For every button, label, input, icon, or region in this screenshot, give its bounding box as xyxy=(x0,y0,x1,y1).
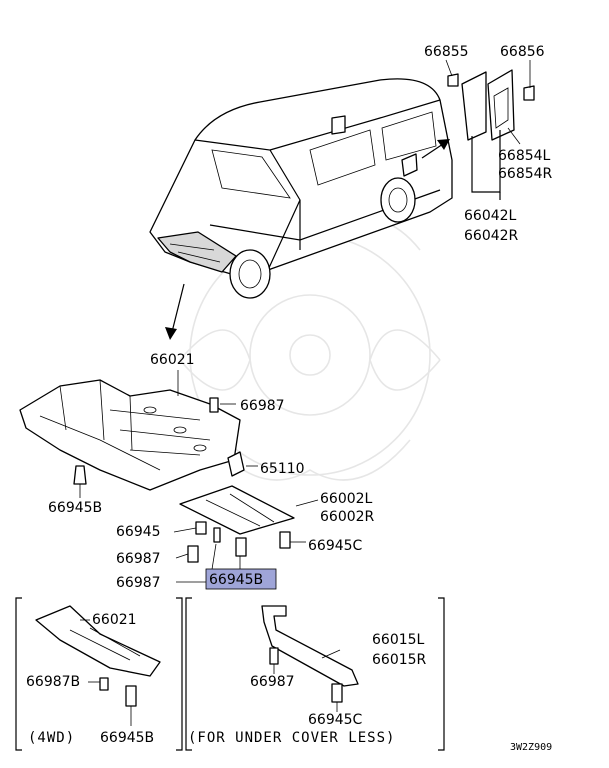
label-66987-a: 66987 xyxy=(240,398,285,414)
label-inset1-66945B: 66945B xyxy=(100,730,154,746)
label-inset1-66021: 66021 xyxy=(92,612,137,628)
label-inset2-66945C: 66945C xyxy=(308,712,363,728)
label-66987-c: 66987 xyxy=(116,575,161,591)
label-inset1-caption: (4WD) xyxy=(28,730,75,746)
label-66021-main: 66021 xyxy=(150,352,195,368)
label-inset2-66987: 66987 xyxy=(250,674,295,690)
arrow-to-under-cover xyxy=(165,283,185,340)
label-66945: 66945 xyxy=(116,524,161,540)
label-66945C-a: 66945C xyxy=(308,538,363,554)
arrow-to-rear-parts xyxy=(421,139,450,159)
label-66856: 66856 xyxy=(500,44,545,60)
label-66945B-highlighted: 66945B xyxy=(209,572,263,588)
label-inset1-66987B: 66987B xyxy=(26,674,80,690)
under-cover-assembly xyxy=(19,370,258,498)
label-66945B-a: 66945B xyxy=(48,500,102,516)
label-inset2-caption: (FOR UNDER COVER LESS) xyxy=(188,730,395,746)
label-66987-b: 66987 xyxy=(116,551,161,567)
label-65110: 65110 xyxy=(260,461,305,477)
rear-mudguard-parts xyxy=(445,59,535,200)
diagram-code: 3W2Z909 xyxy=(510,742,552,753)
highlight-66945B xyxy=(205,568,277,590)
inset-4wd xyxy=(15,597,183,751)
inset-no-under-cover xyxy=(185,597,445,751)
van-illustration xyxy=(149,78,453,299)
label-66855: 66855 xyxy=(424,44,469,60)
under-cover-66002 xyxy=(173,485,319,583)
